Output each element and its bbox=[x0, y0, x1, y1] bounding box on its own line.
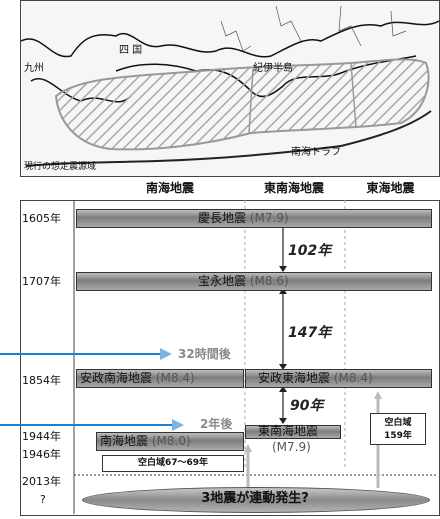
shikoku-label: 四 国 bbox=[119, 45, 143, 56]
blank-tokai-line2: 159年 bbox=[384, 431, 412, 441]
blank-nankai-label: 空白域67〜69年 bbox=[137, 458, 209, 468]
interval-147: 147年 bbox=[288, 325, 332, 341]
header-tokai: 東海地震 bbox=[366, 181, 415, 195]
trough-label: 南海トラフ bbox=[291, 147, 341, 158]
year-1944: 1944年 bbox=[22, 430, 61, 443]
kii-label: 紀伊半島 bbox=[253, 63, 293, 74]
blank-tokai-box: 空白域 159年 bbox=[370, 413, 426, 445]
year-2013: 2013年 bbox=[22, 475, 61, 488]
hoei-bar bbox=[76, 272, 432, 291]
ansei-tokai-label: 安政東海地震 (M8.4) bbox=[258, 371, 373, 385]
hoei-label: 宝永地震 (M8.6) bbox=[198, 274, 289, 288]
blank-tokai-line1: 空白域 bbox=[384, 418, 412, 428]
map-area: 九州 四 国 紀伊半島 現行の想定震源域 南海トラフ bbox=[20, 0, 440, 177]
header-nankai: 南海地震 bbox=[145, 181, 194, 195]
keicho-bar bbox=[76, 209, 432, 228]
year-1605: 1605年 bbox=[22, 212, 61, 225]
header-tonankai: 東南海地震 bbox=[263, 181, 324, 195]
tonankai-mag: (M7.9) bbox=[272, 440, 311, 454]
year-1707: 1707年 bbox=[22, 275, 61, 288]
future-label: 3地震が連動発生? bbox=[201, 491, 309, 506]
future-ellipse bbox=[82, 487, 430, 513]
interval-102: 102年 bbox=[288, 243, 332, 259]
current-zone-label: 現行の想定震源域 bbox=[24, 162, 97, 172]
year-1854: 1854年 bbox=[22, 374, 61, 387]
keicho-label: 慶長地震 (M7.9) bbox=[198, 211, 289, 225]
lag-2y: 2年後 bbox=[200, 417, 233, 431]
lag-32h: 32時間後 bbox=[178, 347, 231, 361]
interval-90: 90年 bbox=[290, 398, 324, 414]
ansei-nankai-label: 安政南海地震 (M8.4) bbox=[80, 371, 195, 385]
ansei-nankai-bar bbox=[76, 369, 244, 388]
nankai-label: 南海地震 (M8.0) bbox=[100, 434, 191, 448]
coastline-map bbox=[21, 5, 439, 167]
tonankai-name: 東南海地震 bbox=[258, 424, 319, 438]
nankai-bar bbox=[96, 432, 244, 451]
kyushu-label: 九州 bbox=[24, 63, 44, 74]
ansei-tokai-bar bbox=[245, 369, 432, 388]
blank-nankai-box: 空白域67〜69年 bbox=[102, 455, 244, 472]
year-unknown: ? bbox=[40, 493, 46, 506]
year-1946: 1946年 bbox=[22, 448, 61, 461]
tonankai-bar bbox=[245, 425, 341, 439]
